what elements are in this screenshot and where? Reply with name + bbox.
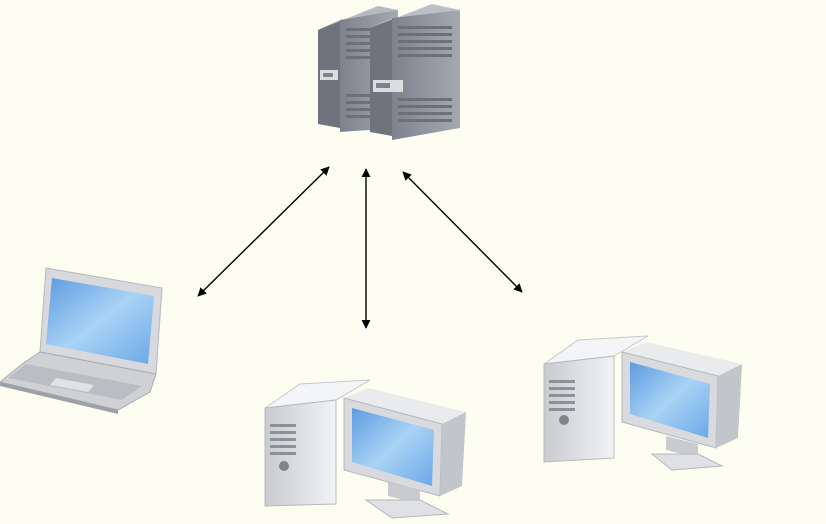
desktop-computer-icon [543,335,742,471]
desktop-computer-icon [264,379,466,519]
arrow-server-desktop-right [402,171,523,293]
arrow-server-laptop [197,166,330,297]
connection-arrows [197,166,523,329]
laptop-icon [0,267,163,414]
server-rack-icon [318,4,460,140]
